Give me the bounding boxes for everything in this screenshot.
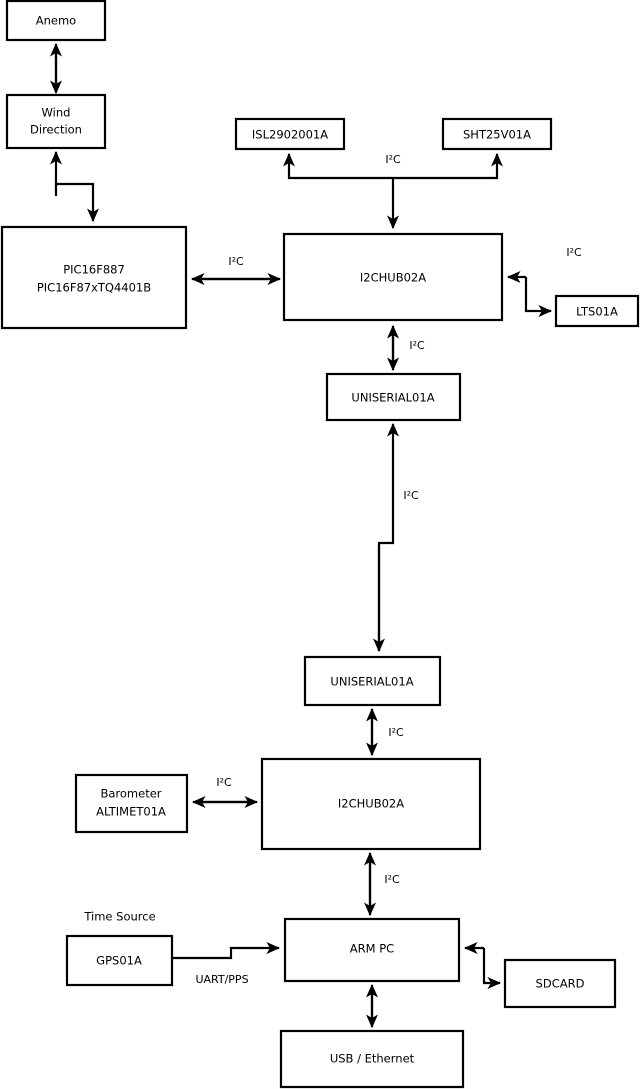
node-box[interactable] [441,117,553,151]
edge-label-hub-uniserial1: I²C [409,339,425,352]
edge-uniserial1-uniserial2: I²C [372,422,419,653]
node-barometer-altimet01a[interactable]: Barometer ALTIMET01A [74,773,189,834]
edge-label-hub-lts: I²C [566,246,582,259]
node-wind-direction[interactable]: Wind Direction [5,93,107,150]
edge-line [524,277,553,318]
node-label: ARM PC [350,942,394,956]
node-box[interactable] [74,773,189,834]
node-label: I2CHUB02A [338,797,404,811]
node-label-line2: ALTIMET01A [96,805,166,819]
node-label: GPS01A [96,954,142,968]
edge-label-uniserial-link: I²C [403,489,419,502]
node-sht25v01a[interactable]: SHT25V01A [441,117,553,151]
node-box[interactable] [503,958,617,1009]
node-isl2902001a[interactable]: ISL2902001A [234,117,346,151]
edge-pic-wind [49,150,100,223]
node-label-line1: Barometer [100,787,161,801]
edge-hubbottom-armpc: I²C [363,851,400,917]
node-box[interactable] [65,934,174,987]
node-sdcard[interactable]: SDCARD [503,958,617,1009]
free-labels-layer: Time Source [83,910,155,924]
node-box[interactable] [260,757,482,851]
node-label: UNISERIAL01A [330,675,413,689]
node-uniserial01a-upper[interactable]: UNISERIAL01A [325,372,462,422]
node-label: SHT25V01A [463,128,531,142]
node-lts01a[interactable]: LTS01A [554,294,640,328]
time-source-label: Time Source [83,910,155,924]
node-box[interactable] [325,372,462,422]
edge-line [54,182,100,223]
node-box[interactable] [5,93,107,150]
node-box[interactable] [282,232,504,322]
edge-label-gps-armpc: UART/PPS [195,973,248,986]
node-label-line1: PIC16F887 [63,263,125,277]
node-pic-microcontroller[interactable]: PIC16F887 PIC16F87xTQ4401B [0,225,188,330]
node-label: Anemo [36,14,76,28]
node-box[interactable] [283,917,461,983]
node-label: SDCARD [536,977,585,991]
node-i2chub02a-bottom[interactable]: I2CHUB02A [260,757,482,851]
edge-hub-uniserial1: I²C [386,324,425,372]
node-gps01a[interactable]: GPS01A [65,934,174,987]
node-box[interactable] [0,225,188,330]
node-label: UNISERIAL01A [351,391,434,405]
node-uniserial01a-lower[interactable]: UNISERIAL01A [303,655,442,707]
node-label-line2: Direction [30,123,82,137]
edge-line [377,422,400,651]
edge-pic-hub: I²C [190,255,282,286]
edge-gps-armpc: UART/PPS [172,941,281,986]
edge-line [282,152,393,180]
node-usb-ethernet[interactable]: USB / Ethernet [279,1029,465,1089]
edge-line [482,948,502,990]
node-i2chub02a-top[interactable]: I2CHUB02A [282,232,504,322]
node-label: USB / Ethernet [330,1052,415,1066]
node-box[interactable] [279,1029,465,1089]
node-box[interactable] [234,117,346,151]
edge-uniserial2-hubbottom: I²C [365,707,404,757]
node-anemo[interactable]: Anemo [5,0,107,42]
edge-label-hub-armpc: I²C [384,873,400,886]
node-label: LTS01A [576,305,618,319]
edge-hub-lts: I²C [506,246,582,318]
node-label-line1: Wind [42,106,71,120]
edge-line [393,152,504,180]
edge-label-uniserial2-hub: I²C [388,726,404,739]
node-box[interactable] [303,655,442,707]
edge-armpc-sdcard [463,941,502,990]
edges-layer: I²C I²C I²C I²C [49,42,582,1029]
node-box[interactable] [554,294,640,328]
edge-label-barometer-hub: I²C [216,776,232,789]
node-box[interactable] [5,0,107,42]
edge-barometer-hubbottom: I²C [191,776,259,809]
node-label-line2: PIC16F87xTQ4401B [37,281,151,295]
node-label: ISL2902001A [252,128,328,142]
edge-hub-isl-sht-bus: I²C [282,152,504,230]
edge-line [172,941,281,960]
edge-label-hub-bus: I²C [385,153,401,166]
node-label: I2CHUB02A [360,271,426,285]
node-arm-pc[interactable]: ARM PC [283,917,461,983]
edge-label-pic-hub: I²C [228,255,244,268]
